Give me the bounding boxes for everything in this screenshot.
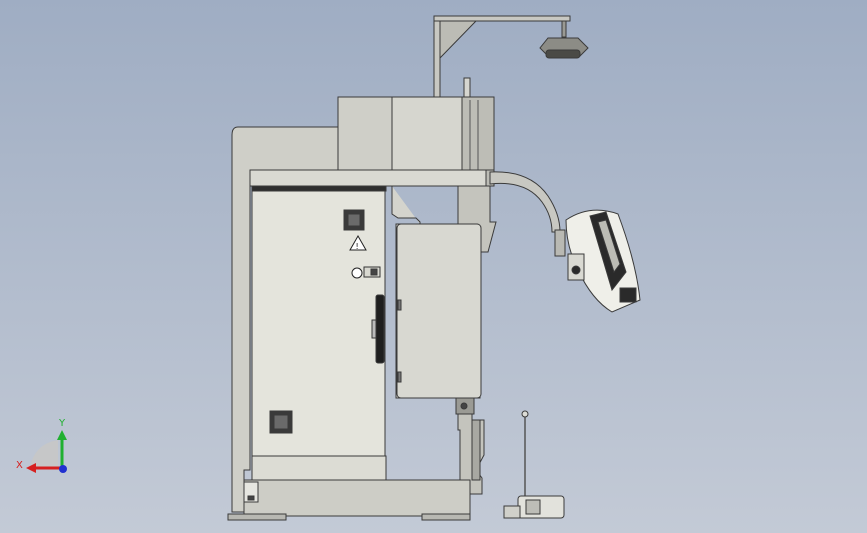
cabinet-top-strip xyxy=(251,185,387,192)
pendant-arm xyxy=(489,171,561,233)
hydraulic-box xyxy=(391,186,482,415)
y-axis-label: Y xyxy=(58,418,66,429)
top-block-right xyxy=(391,96,463,173)
pedal-pole-knob xyxy=(521,410,529,418)
z-axis-dot xyxy=(59,465,67,473)
base-foot-right xyxy=(421,513,471,521)
lamp-arm xyxy=(433,15,571,22)
base-foot-left xyxy=(227,513,287,521)
lamp-base xyxy=(545,49,581,59)
main-switch-handle[interactable] xyxy=(351,267,363,279)
control-pendant xyxy=(489,171,641,313)
pendant-key-icon[interactable] xyxy=(571,265,581,275)
top-block-left xyxy=(337,96,393,173)
svg-text:!: ! xyxy=(356,242,359,251)
lamp-post-small xyxy=(463,77,471,99)
lamp-assembly xyxy=(433,15,589,99)
lamp-hanger xyxy=(561,20,567,38)
warning-sign-icon xyxy=(349,234,367,251)
x-axis-label: X xyxy=(16,460,23,471)
electrical-cabinet: ! xyxy=(251,185,387,481)
lamp-mast xyxy=(433,15,441,99)
base-plate xyxy=(243,479,471,517)
cabinet-plinth xyxy=(251,455,387,481)
top-beam xyxy=(249,169,491,187)
x-axis-arrow xyxy=(26,463,36,473)
y-axis-arrow xyxy=(57,430,67,440)
foot-pedal xyxy=(503,410,565,519)
lamp-arm-brace xyxy=(439,20,478,60)
axis-triad: Y X xyxy=(16,418,67,473)
door-handle[interactable] xyxy=(375,294,385,364)
hydraulic-cover xyxy=(396,223,482,399)
pendant-buttons[interactable] xyxy=(619,287,637,303)
pedal-housing[interactable] xyxy=(517,495,565,519)
